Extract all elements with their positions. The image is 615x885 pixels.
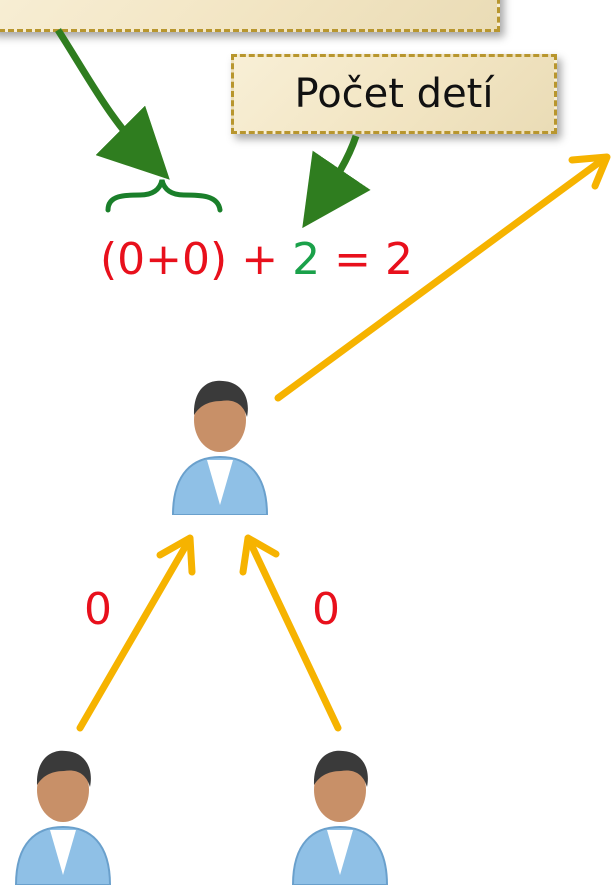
callout-top	[0, 0, 500, 32]
orange-arrow-left-child	[76, 538, 192, 732]
orange-arrow-up-right	[274, 154, 609, 402]
edge-label-left: 0	[84, 584, 112, 635]
formula-result: 2	[384, 234, 413, 285]
formula-plus: +	[241, 234, 279, 285]
orange-arrow-right-child	[246, 538, 342, 732]
orange-arrow-left-child-head	[156, 534, 196, 576]
callout-children-count: Počet detí	[231, 54, 557, 134]
callout-children-label: Počet detí	[294, 71, 494, 117]
orange-arrow-right-child-head	[239, 534, 280, 576]
brace	[105, 179, 223, 213]
orange-arrow-up-right-head	[568, 153, 611, 190]
green-arrow-right	[302, 134, 371, 229]
person-icon	[14, 750, 112, 885]
formula-equals: =	[334, 234, 371, 285]
green-arrow-left	[55, 28, 170, 180]
formula-children-count: 2	[292, 234, 321, 285]
edge-label-right: 0	[312, 584, 340, 635]
person-icon	[171, 380, 269, 515]
person-icon	[291, 750, 389, 885]
formula: (0+0) + 2 = 2	[100, 234, 413, 285]
formula-sum: (0+0)	[100, 234, 228, 285]
